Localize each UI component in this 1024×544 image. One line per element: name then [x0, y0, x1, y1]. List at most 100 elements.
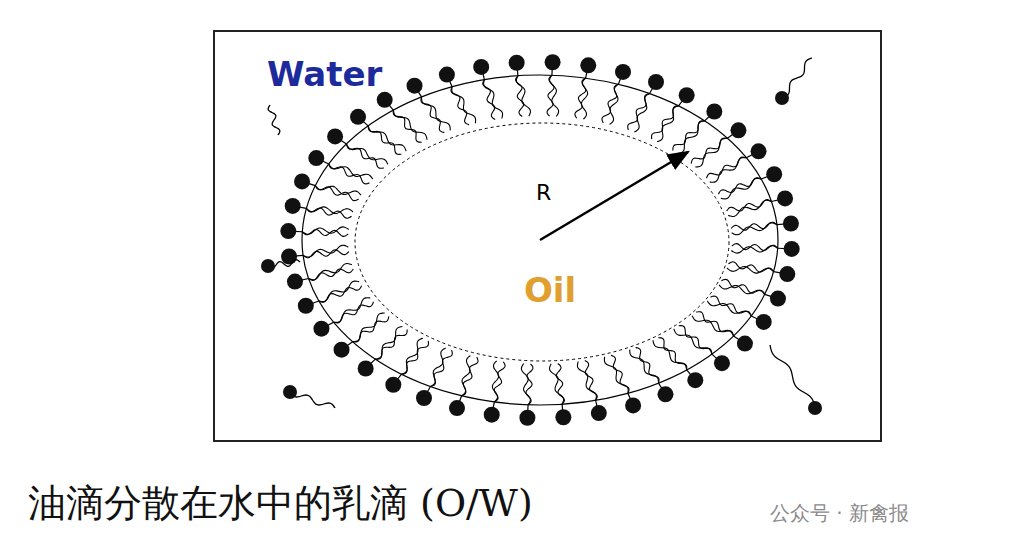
surfactant-tail — [695, 138, 727, 167]
surfactant-head — [298, 298, 314, 314]
surfactant-tail — [707, 157, 747, 178]
surfactant-tail — [421, 97, 444, 133]
surfactant-tail — [494, 362, 505, 402]
surfactant-head — [555, 409, 571, 425]
surfactant-tail — [421, 97, 450, 130]
surfactant-tail — [329, 164, 373, 179]
surfactant-tail — [334, 298, 371, 323]
surfactant-tail — [604, 357, 628, 394]
surfactant-head — [706, 103, 722, 119]
surfactant-tail — [658, 338, 686, 370]
surfactant-tail — [652, 106, 679, 139]
surfactant-head — [407, 78, 423, 94]
surfactant-tail — [731, 246, 777, 253]
surfactant-tail — [353, 316, 389, 342]
surfactant-tail — [727, 200, 772, 211]
surfactant-tail — [315, 186, 361, 195]
phase-label: Water — [267, 54, 382, 94]
free-surfactant-head — [283, 385, 297, 399]
surfactant-head — [313, 321, 329, 337]
surfactant-head — [756, 314, 772, 330]
surfactant-tail — [452, 87, 476, 124]
surfactant-head — [385, 377, 401, 393]
surfactant-head — [777, 190, 793, 206]
surfactant-tail — [653, 340, 687, 370]
surfactant-head — [377, 92, 393, 108]
surfactant-head — [416, 390, 432, 406]
figure-caption: 油滴分散在水中的乳滴 (O/W) — [28, 478, 533, 529]
surfactant-tail — [393, 110, 421, 142]
surfactant-tail — [375, 330, 407, 360]
surfactant-head — [751, 143, 767, 159]
surfactant-tail — [673, 121, 705, 151]
surfactant-tail — [674, 329, 712, 354]
surfactant-tail — [630, 350, 659, 383]
surfactant-tail — [368, 126, 406, 151]
surfactant-tail — [575, 78, 586, 118]
surfactant-tail — [692, 316, 733, 336]
surfactant-head — [648, 74, 664, 90]
radius-label: R — [536, 180, 551, 205]
surfactant-tail — [346, 144, 383, 168]
surfactant-head — [327, 128, 343, 144]
surfactant-head — [285, 198, 301, 214]
surfactant-head — [280, 223, 296, 239]
surfactant-tail — [484, 80, 503, 119]
surfactant-head — [625, 397, 641, 413]
free-surfactant-tail — [290, 392, 335, 408]
surfactant-tail — [679, 326, 712, 354]
free-surfactant-head — [808, 401, 822, 415]
free-surfactant-head — [261, 259, 275, 273]
oil-droplet: Oil — [354, 122, 730, 362]
free-surfactant-head — [775, 91, 789, 105]
surfactant-tail — [303, 245, 348, 257]
surfactant-head — [766, 166, 782, 182]
surfactant-tail — [368, 126, 401, 154]
surfactant-tail — [678, 121, 705, 154]
surfactant-tail — [319, 286, 362, 302]
surfactant-tail — [634, 94, 649, 132]
surfactant-head — [770, 291, 786, 307]
surfactant-tail — [521, 364, 530, 405]
surfactant-tail — [636, 348, 659, 384]
surfactant-head — [350, 109, 366, 125]
surfactant-head — [473, 59, 489, 75]
surfactant-tail — [430, 348, 445, 386]
surfactant-head — [714, 355, 730, 371]
surfactant-tail — [319, 281, 359, 302]
surfactant-tail — [707, 301, 751, 316]
surfactant-tail — [550, 75, 559, 116]
radius-arrow — [540, 152, 688, 240]
surfactant-tail — [719, 285, 765, 294]
surfactant-head — [591, 405, 607, 421]
free-surfactant-tail — [782, 58, 812, 98]
surfactant-head — [519, 410, 535, 426]
surfactant-tail — [611, 355, 629, 393]
surfactant-head — [294, 173, 310, 189]
surfactant-tail — [492, 361, 498, 402]
surfactant-tail — [462, 357, 478, 396]
surfactant-head — [308, 150, 324, 166]
surfactant-tail — [547, 75, 554, 116]
surfactant-tail — [728, 200, 771, 216]
surfactant-tail — [353, 313, 385, 342]
surfactant-head — [580, 57, 596, 73]
watermark: 公众号 · 新禽报 — [770, 500, 909, 527]
surfactant-head — [679, 87, 695, 103]
surfactant-tail — [657, 106, 678, 142]
surfactant-head — [779, 266, 795, 282]
surfactant-tail — [610, 84, 619, 124]
surfactant-head — [783, 216, 799, 232]
surfactant-tail — [401, 338, 422, 374]
surfactant-head — [334, 342, 350, 358]
surfactant-layer — [261, 54, 822, 426]
surfactant-head — [737, 336, 753, 352]
surfactant-tail — [309, 263, 352, 279]
surfactant-tail — [346, 144, 387, 164]
surfactant-tail — [710, 158, 747, 183]
surfactant-tail — [602, 84, 618, 123]
surfactant-head — [615, 64, 631, 80]
surfactant-tail — [691, 138, 727, 164]
surfactant-tail — [721, 178, 761, 199]
surfactant-tail — [550, 364, 564, 404]
